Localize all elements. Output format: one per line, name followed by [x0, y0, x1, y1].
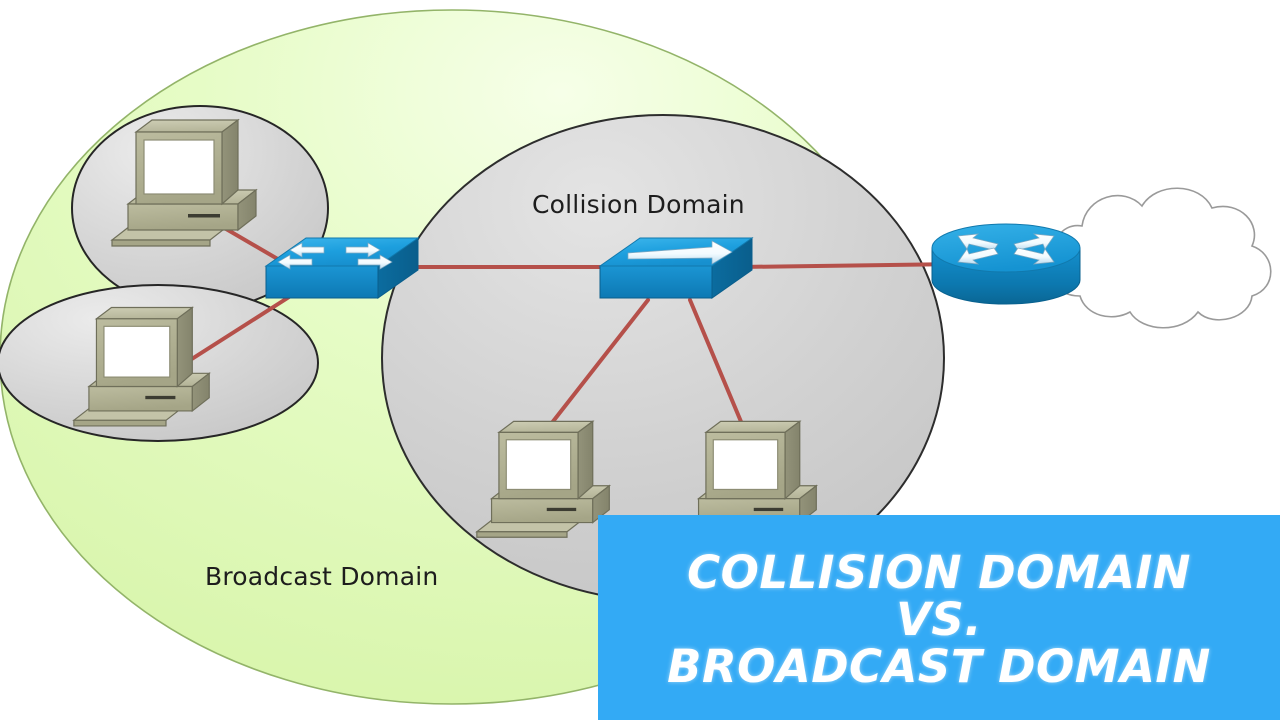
- title-banner: COLLISION DOMAIN VS. BROADCAST DOMAIN: [598, 515, 1280, 720]
- cloud-icon: [1052, 187, 1272, 329]
- switch-arrow-icons: [277, 242, 393, 270]
- banner-line-vs: VS.: [896, 593, 982, 647]
- link-hub-to-pc-collision-2: [688, 298, 744, 426]
- router-arrow-icons: [957, 233, 1055, 265]
- link-hub-to-router: [738, 262, 962, 269]
- banner-line-collision-domain: COLLISION DOMAIN: [687, 546, 1191, 600]
- collision-domain-label: Collision Domain: [532, 190, 745, 219]
- link-hub-to-pc-collision-1: [549, 298, 650, 426]
- broadcast-domain-label: Broadcast Domain: [205, 562, 439, 591]
- hub-center: [598, 237, 754, 299]
- router-right: [931, 223, 1081, 305]
- switch-left: [264, 237, 420, 299]
- banner-line-broadcast-domain: BROADCAST DOMAIN: [667, 639, 1211, 693]
- pc-lower-left: [72, 306, 211, 427]
- hub-arrow-icon: [627, 240, 733, 265]
- pc-collision-1: [475, 420, 612, 538]
- pc-upper-left: [110, 118, 258, 247]
